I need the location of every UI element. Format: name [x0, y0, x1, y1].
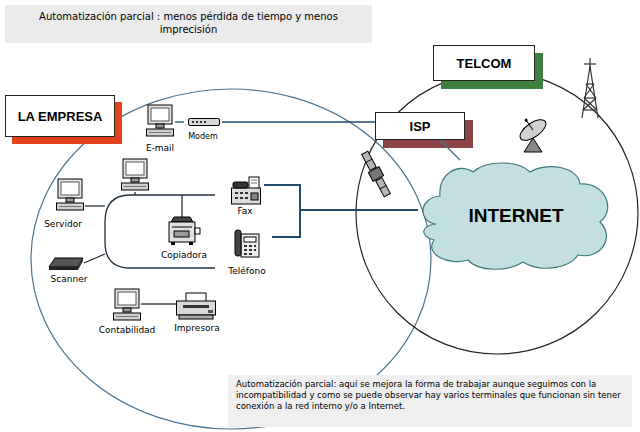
- connector-line: [440, 140, 460, 160]
- fax-device: Fax: [226, 175, 264, 217]
- printer-device: Impresora: [167, 290, 227, 334]
- computer-icon: [57, 179, 84, 210]
- device-label: E-mail: [140, 143, 180, 154]
- title-text: Automatización parcial : menos pérdida d…: [5, 5, 372, 43]
- connector-line: [222, 121, 375, 122]
- modem-device: Modem: [184, 114, 222, 142]
- device-label: Servidor: [36, 219, 90, 230]
- connector-line: [161, 303, 167, 304]
- caption-note: Automatización parcial: aquí se mejora l…: [228, 375, 632, 427]
- computer-icon: [114, 289, 141, 320]
- device-cable: [141, 303, 161, 304]
- lan-drop: [181, 195, 182, 217]
- satellite-dish: [513, 110, 549, 152]
- connector-line: [264, 185, 418, 210]
- connector-line: [180, 121, 184, 122]
- device-label: Copiadora: [156, 250, 212, 261]
- device-cable: [175, 121, 180, 122]
- computer-icon: [122, 159, 149, 190]
- printer-icon: [177, 293, 216, 319]
- device-label: Contabilidad: [93, 325, 161, 336]
- email-station: E-mail: [140, 104, 180, 154]
- company-heading: LA EMPRESA: [5, 95, 115, 137]
- accounting-station: Contabilidad: [93, 288, 161, 336]
- modem-icon: [189, 119, 220, 126]
- device-label: Impresora: [167, 323, 227, 334]
- computer-icon: [147, 105, 174, 136]
- scanner-device: Scanner: [46, 255, 92, 285]
- device-label: Modem: [184, 132, 222, 142]
- internet-cloud: INTERNET: [418, 160, 614, 272]
- circle-outline: [356, 72, 638, 354]
- fax-icon: [232, 177, 261, 204]
- server-station: Servidor: [36, 178, 90, 230]
- cloud-label: INTERNET: [418, 160, 614, 272]
- lan-bus: [105, 195, 215, 268]
- device-label: Fax: [226, 206, 264, 217]
- satellite: [359, 150, 392, 198]
- radio-tower: [582, 58, 598, 118]
- copier-icon: [169, 217, 200, 245]
- device-label: Scanner: [46, 274, 92, 285]
- telecom-heading: TELCOM: [433, 45, 535, 81]
- scanner-icon: [49, 258, 83, 270]
- device-cable: [167, 303, 176, 304]
- isp-box: ISP: [375, 112, 465, 140]
- lan-drop: [84, 254, 105, 263]
- device-label: Teléfono: [222, 266, 272, 277]
- lan-drop: [85, 205, 105, 206]
- phone-icon: [235, 230, 259, 257]
- copier-device: Copiadora: [156, 213, 212, 261]
- phone-device: Teléfono: [222, 227, 272, 277]
- connector-line: [272, 210, 418, 237]
- lan-drop: [134, 192, 135, 195]
- box-label: ISP: [376, 113, 464, 139]
- telecom-circle: TELCOMISPINTERNET: [355, 71, 639, 355]
